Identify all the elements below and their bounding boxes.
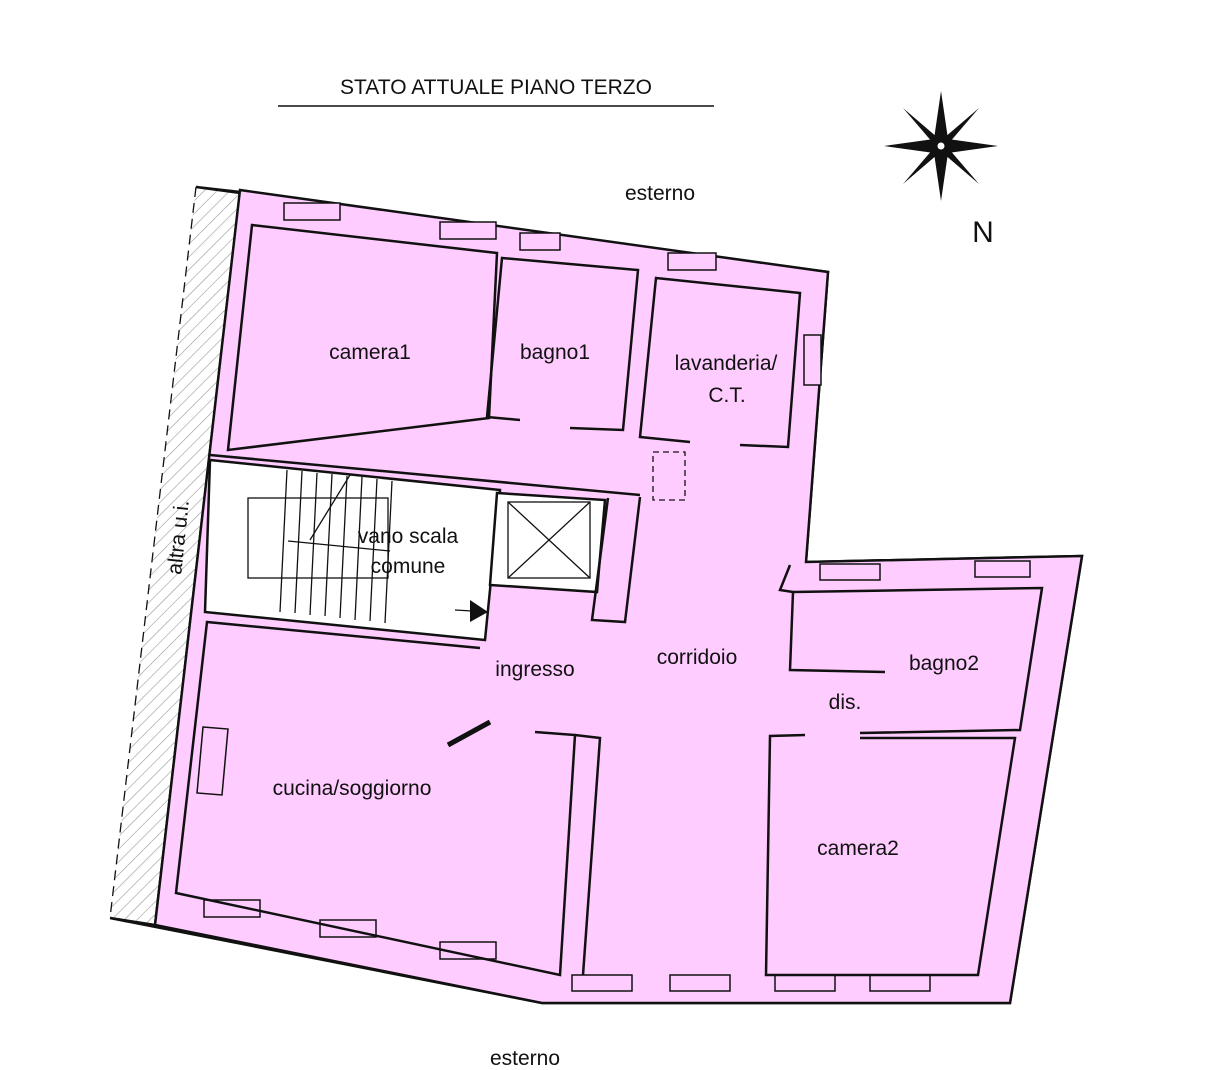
label-comune: comune <box>371 555 446 578</box>
wall-lavanderia <box>638 276 802 449</box>
compass-rose-icon <box>884 91 998 201</box>
shaft-dashed <box>652 451 686 501</box>
label-dis: dis. <box>829 691 862 714</box>
label-corridoio: corridoio <box>657 646 738 669</box>
label-bagno2: bagno2 <box>909 652 979 675</box>
label-camera1: camera1 <box>329 341 411 364</box>
wall-stub <box>446 719 492 748</box>
elevator-shaft <box>488 491 607 594</box>
north-label: N <box>972 216 994 249</box>
wall-corridor-west <box>574 733 602 976</box>
label-lavanderia: lavanderia/ <box>675 352 778 375</box>
entrance-arrow-icon <box>470 600 488 622</box>
label-esterno-north: esterno <box>625 182 695 205</box>
wall-dis <box>788 591 886 674</box>
wall-stair-east <box>590 496 642 624</box>
plan-title: STATO ATTUALE PIANO TERZO <box>340 76 652 99</box>
wall-camera1-south <box>209 453 641 497</box>
wall-camera2 <box>764 733 1017 977</box>
room-vano-scala <box>203 458 502 642</box>
label-ct: C.T. <box>708 384 745 407</box>
label-ingresso: ingresso <box>495 658 574 681</box>
wall-east-stub <box>778 564 794 594</box>
room-camera1 <box>226 223 499 452</box>
wall-bagno2 <box>792 586 1044 735</box>
adjacent-unit-hatch <box>110 187 240 925</box>
wall-bagno1 <box>485 256 640 432</box>
label-bagno1: bagno1 <box>520 341 590 364</box>
chimney-icon <box>196 726 229 796</box>
wall-cucina <box>174 620 577 977</box>
elevator-icon <box>507 501 591 579</box>
label-camera2: camera2 <box>817 837 899 860</box>
label-vano-scala: vano scala <box>358 525 459 548</box>
stairs-icon <box>247 469 393 624</box>
label-esterno-south: esterno <box>490 1047 560 1070</box>
windows <box>203 202 1031 992</box>
label-cucina-soggiorno: cucina/soggiorno <box>273 777 432 800</box>
boundary-dashed-line <box>109 186 197 919</box>
